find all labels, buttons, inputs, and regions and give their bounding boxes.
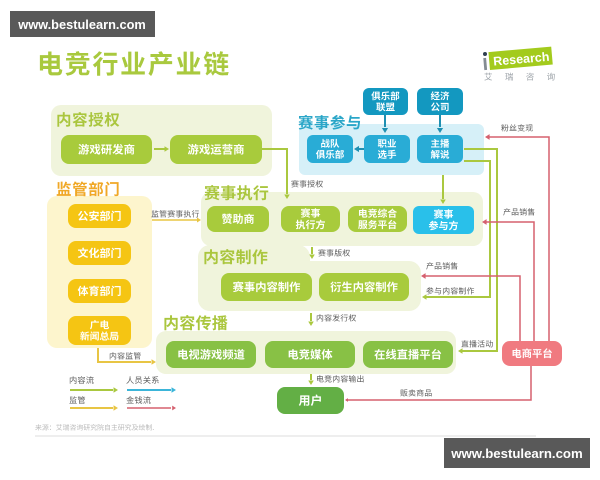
svg-text:Research: Research [493, 50, 550, 69]
svg-text:www.bestulearn.com: www.bestulearn.com [17, 17, 146, 32]
svg-text:www.bestulearn.com: www.bestulearn.com [450, 446, 582, 461]
